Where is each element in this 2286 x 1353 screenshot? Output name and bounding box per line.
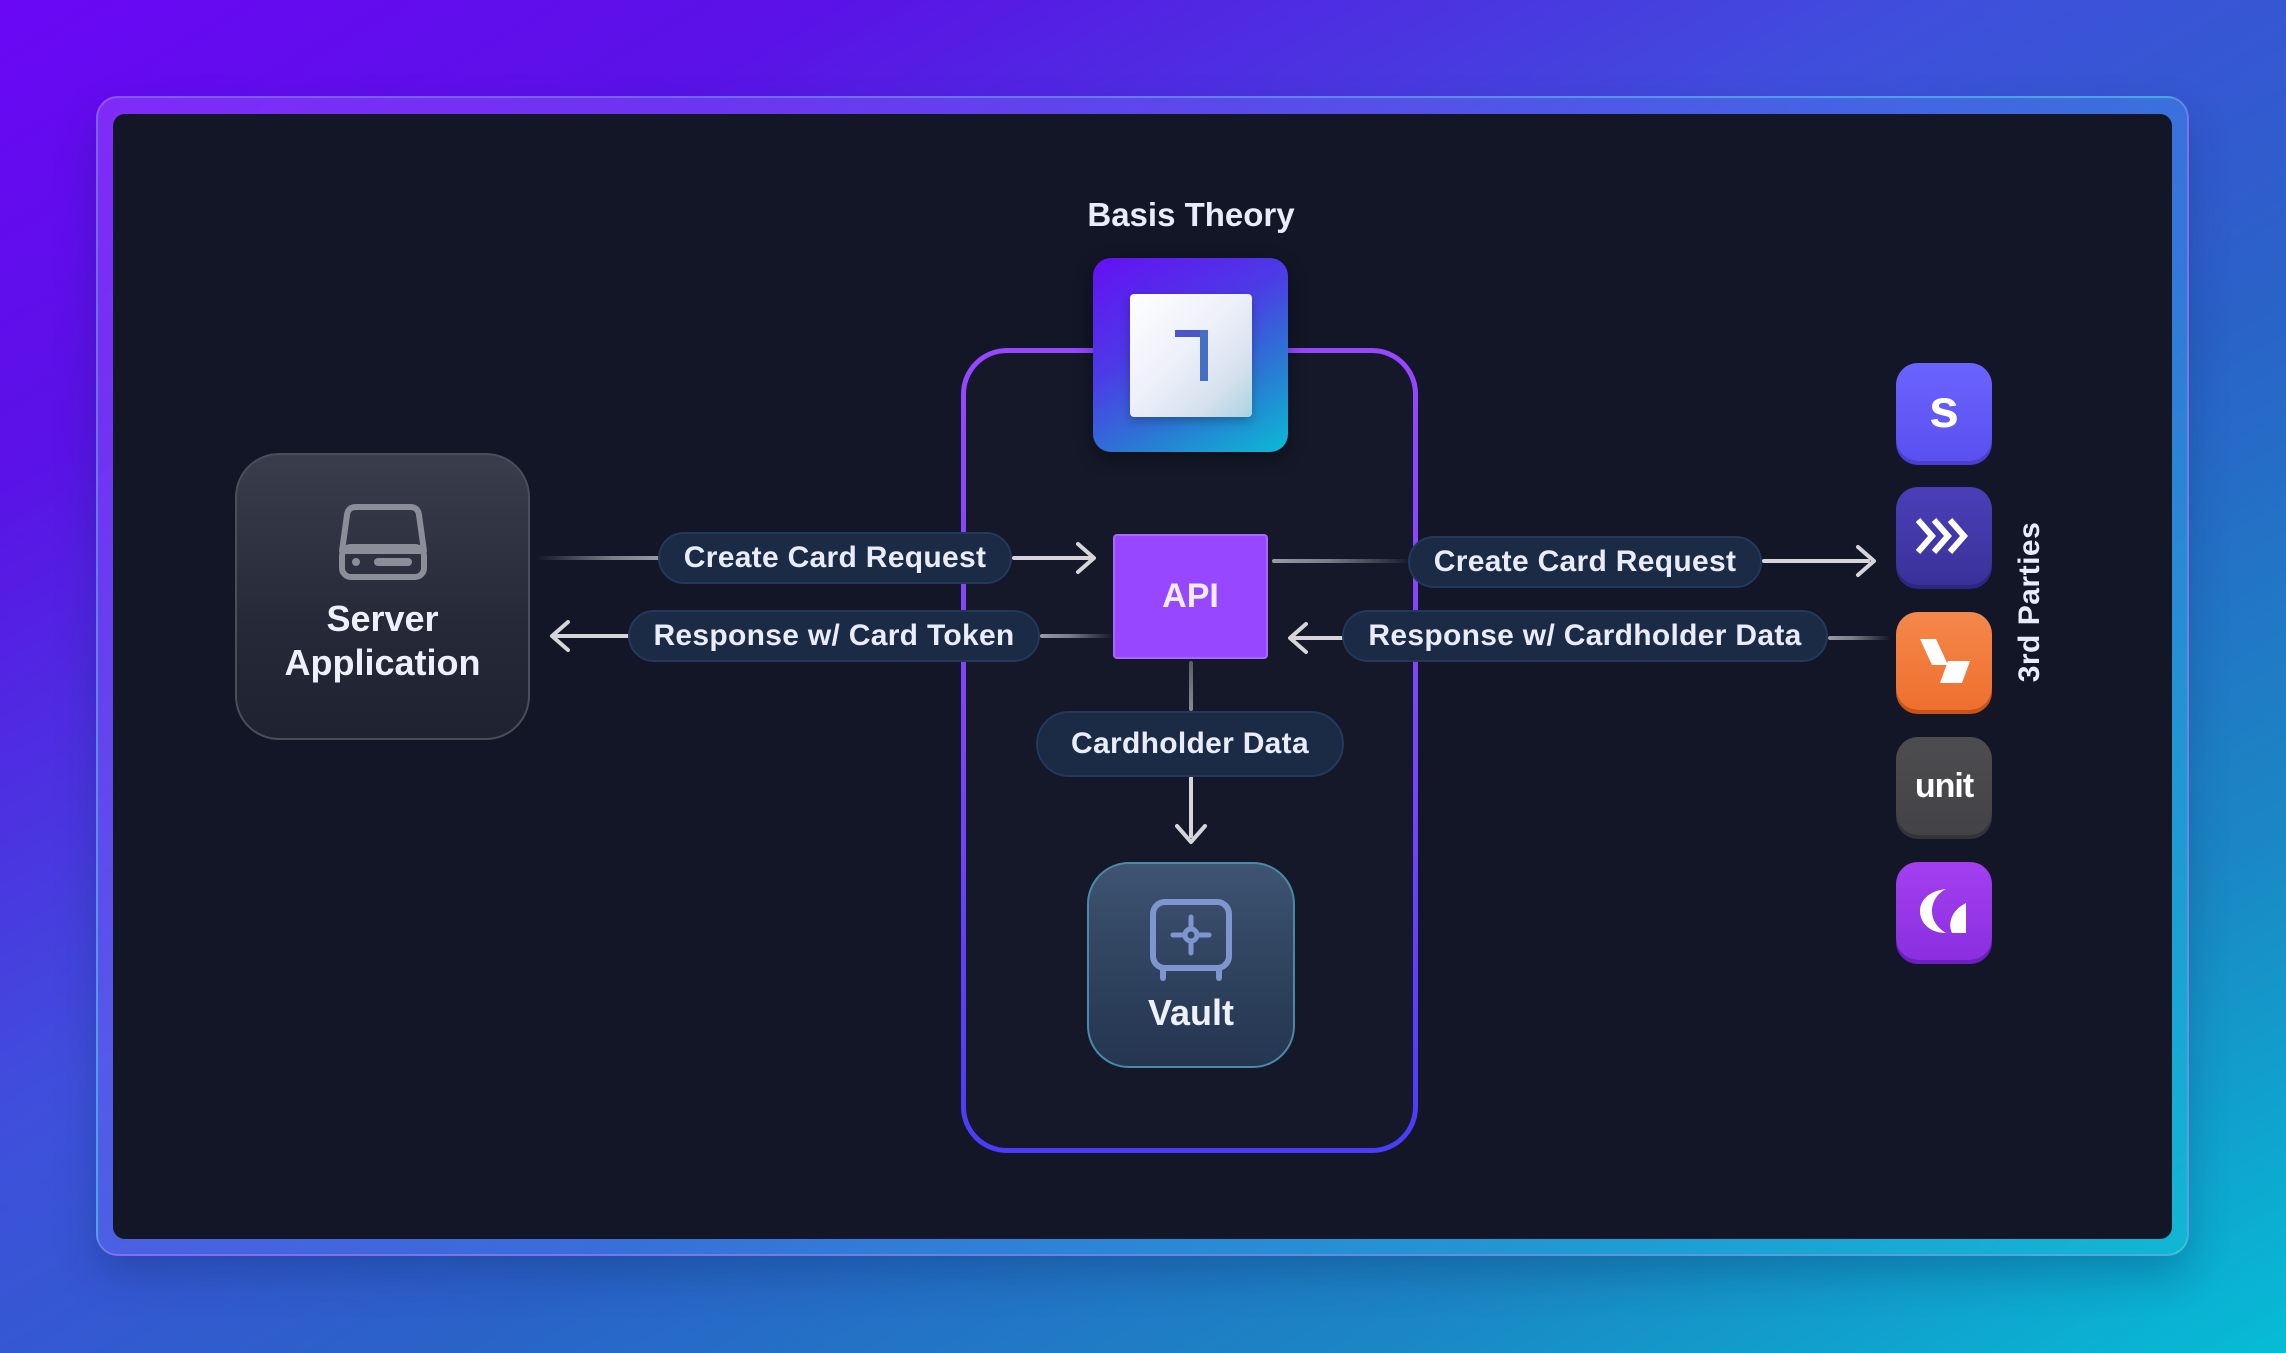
right-request-arrow-shaft xyxy=(1762,559,1870,563)
triple-chevron-icon xyxy=(1915,518,1968,554)
vault-node: Vault xyxy=(1087,862,1295,1068)
arrow-left-icon xyxy=(1288,622,1308,654)
arrow-right-icon xyxy=(1856,545,1876,577)
arrow-down-icon xyxy=(1175,824,1207,844)
orange-provider-icon xyxy=(1896,612,1992,710)
server-application-node: Server Application xyxy=(235,453,530,740)
left-response-label: Response w/ Card Token xyxy=(628,610,1040,662)
arrow-left-icon xyxy=(550,620,570,652)
chevrons-provider-icon xyxy=(1896,487,1992,585)
left-response-arrow-shaft xyxy=(552,634,632,638)
left-request-arrow-shaft xyxy=(1012,556,1092,560)
right-response-connector xyxy=(1828,636,1890,640)
api-label: API xyxy=(1162,577,1219,615)
arrow-right-icon xyxy=(1076,542,1096,574)
right-response-label: Response w/ Cardholder Data xyxy=(1342,610,1828,662)
right-response-arrow-shaft xyxy=(1290,636,1346,640)
vault-label: Vault xyxy=(1147,992,1235,1033)
third-parties-label: 3rd Parties xyxy=(2013,521,2046,683)
server-label-line2: Application xyxy=(284,642,481,683)
basis-theory-title: Basis Theory xyxy=(1087,196,1295,233)
server-drive-icon xyxy=(338,504,427,580)
left-request-connector xyxy=(537,556,662,560)
unit-glyph: unit xyxy=(1914,766,1974,805)
stripe-glyph: s xyxy=(1928,379,1960,439)
api-node: API xyxy=(1113,534,1268,659)
crescent-logo-icon xyxy=(1920,889,1966,933)
left-response-connector xyxy=(1040,634,1113,638)
left-request-label: Create Card Request xyxy=(658,532,1012,584)
basis-theory-logo-icon xyxy=(1093,258,1288,452)
parallelogram-logo-icon xyxy=(1920,639,1970,683)
stripe-icon: s xyxy=(1896,363,1992,461)
right-request-label: Create Card Request xyxy=(1408,536,1762,588)
right-request-connector xyxy=(1272,559,1412,563)
safe-icon xyxy=(1150,899,1232,981)
api-to-vault-connector xyxy=(1189,661,1193,711)
vault-arrow-shaft xyxy=(1189,776,1193,838)
server-label-line1: Server xyxy=(326,598,439,639)
purple-provider-icon xyxy=(1896,862,1992,960)
unit-icon: unit xyxy=(1896,737,1992,835)
cardholder-data-label: Cardholder Data xyxy=(1036,711,1344,777)
